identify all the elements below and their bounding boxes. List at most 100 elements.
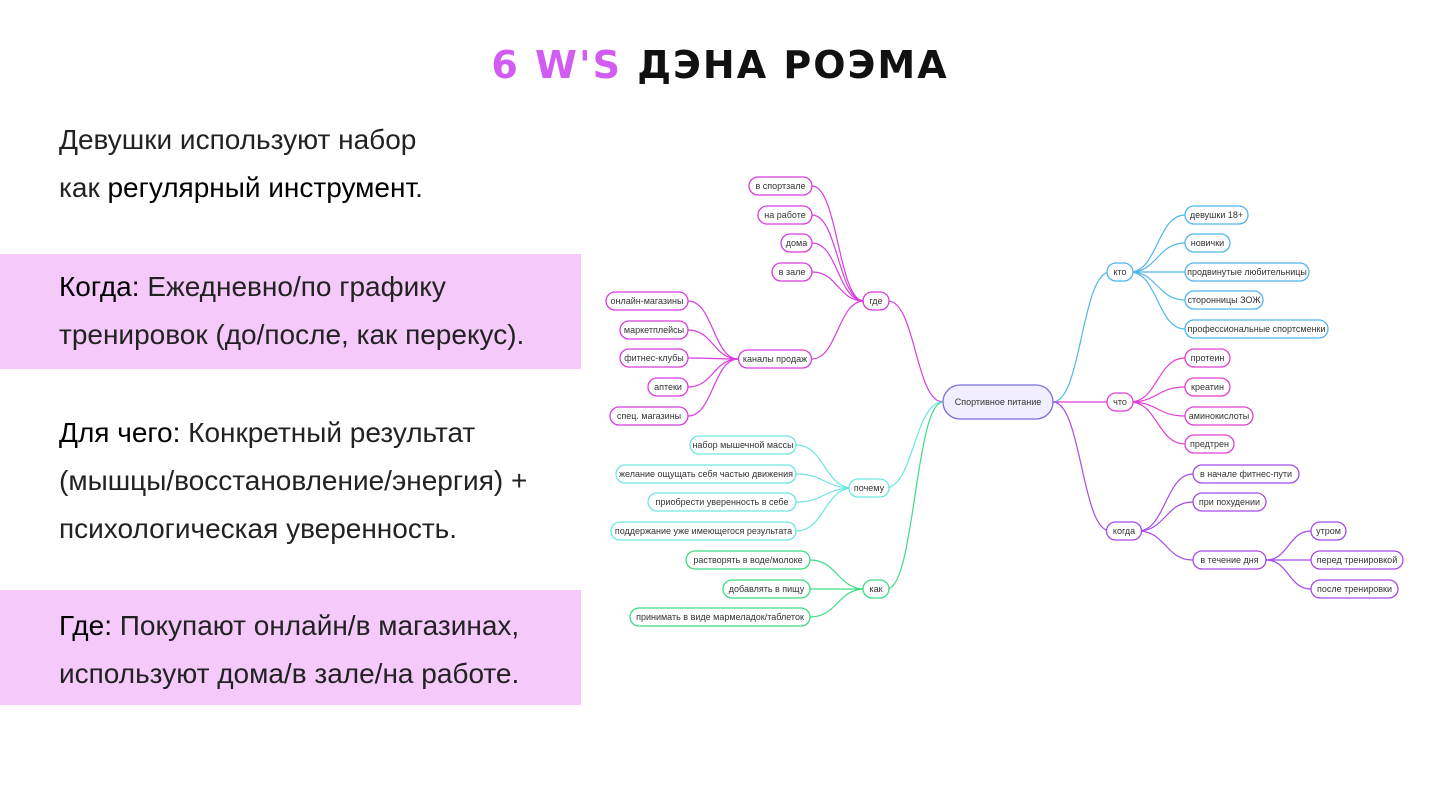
connector-line xyxy=(795,473,854,489)
connector-line xyxy=(795,444,854,489)
connector-line xyxy=(809,559,866,590)
node-на-работе: на работе xyxy=(757,205,813,225)
svg-text:в зале: в зале xyxy=(779,267,806,277)
svg-text:утром: утром xyxy=(1316,526,1341,536)
node-root: Спортивное питание xyxy=(942,384,1054,420)
block-where-text: Покупают онлайн/в магазинах, используют … xyxy=(59,610,520,689)
connector-line xyxy=(1137,473,1194,532)
node-каналы-продаж: каналы продаж xyxy=(737,349,813,369)
node-спец-магазины: спец. магазины xyxy=(609,406,689,426)
node-в-зале: в зале xyxy=(771,262,813,282)
node-растворять-в-воде-молоке: растворять в воде/молоке xyxy=(685,550,811,570)
node-в-течение-дня: в течение дня xyxy=(1192,550,1267,570)
node-при-похудении: при похудении xyxy=(1192,492,1267,512)
connector-line xyxy=(1129,386,1186,403)
node-как: как xyxy=(862,579,890,599)
node-где: где xyxy=(862,291,890,311)
svg-text:после тренировки: после тренировки xyxy=(1317,584,1392,594)
node-набор-мышечной-массы: набор мышечной массы xyxy=(689,435,797,455)
connector-line xyxy=(1129,357,1186,403)
svg-text:кто: кто xyxy=(1113,267,1126,277)
svg-text:аптеки: аптеки xyxy=(654,382,682,392)
connector-line xyxy=(809,588,866,618)
svg-text:предтрен: предтрен xyxy=(1190,439,1229,449)
highlight-band-where xyxy=(0,590,581,705)
connector-line xyxy=(1129,214,1186,273)
connector-line xyxy=(1129,242,1186,273)
svg-text:аминокислоты: аминокислоты xyxy=(1189,411,1249,421)
svg-text:онлайн-магазины: онлайн-магазины xyxy=(610,296,683,306)
svg-text:девушки 18+: девушки 18+ xyxy=(1190,210,1243,220)
intro-text: Девушки используют набор как регулярный … xyxy=(59,116,423,212)
node-кто: кто xyxy=(1106,262,1134,282)
node-маркетплейсы: маркетплейсы xyxy=(619,320,689,340)
connector-line xyxy=(884,401,944,489)
intro-bold: регулярный инструмент xyxy=(107,172,416,203)
node-что: что xyxy=(1106,392,1134,412)
node-в-спортзале: в спортзале xyxy=(748,176,813,196)
connector-line xyxy=(1129,271,1186,301)
connector-line xyxy=(887,300,944,403)
node-после-тренировки: после тренировки xyxy=(1310,579,1399,599)
svg-text:где: где xyxy=(869,296,882,306)
svg-text:спец. магазины: спец. магазины xyxy=(617,411,681,421)
block-why: Для чего: Конкретный результат (мышцы/во… xyxy=(59,409,579,553)
svg-text:добавлять в пищу: добавлять в пищу xyxy=(729,584,805,594)
connector-line xyxy=(1265,559,1312,590)
highlight-band-when xyxy=(0,254,581,369)
svg-text:профессиональные спортсменки: профессиональные спортсменки xyxy=(1187,324,1325,334)
svg-text:при похудении: при похудении xyxy=(1199,497,1260,507)
node-в-начале-фитнес-пути: в начале фитнес-пути xyxy=(1192,464,1300,484)
node-продвинутые-любительницы: продвинутые любительницы xyxy=(1184,262,1310,282)
node-новички: новички xyxy=(1184,233,1231,253)
svg-text:когда: когда xyxy=(1113,526,1135,536)
svg-text:каналы продаж: каналы продаж xyxy=(743,354,807,364)
connector-line xyxy=(811,300,865,360)
connector-line xyxy=(1137,501,1194,532)
connector-line xyxy=(811,214,865,302)
block-why-text: Конкретный результат (мышцы/восстановлен… xyxy=(59,417,528,544)
node-добавлять-в-пищу: добавлять в пищу xyxy=(722,579,811,599)
connector-line xyxy=(687,358,739,417)
svg-text:новички: новички xyxy=(1191,238,1224,248)
connector-line xyxy=(886,401,944,590)
connector-line xyxy=(795,487,854,503)
svg-text:в начале фитнес-пути: в начале фитнес-пути xyxy=(1200,469,1292,479)
node-креатин: креатин xyxy=(1184,377,1231,397)
intro-line-2: как регулярный инструмент. xyxy=(59,164,423,212)
node-аптеки: аптеки xyxy=(647,377,689,397)
node-фитнес-клубы: фитнес-клубы xyxy=(619,348,689,368)
block-when: Когда: Ежедневно/по графику тренировок (… xyxy=(59,263,599,359)
block-why-label: Для чего: xyxy=(59,417,181,448)
svg-text:продвинутые любительницы: продвинутые любительницы xyxy=(1187,267,1307,277)
node-принимать-в-виде-мармеладок-таблеток: принимать в виде мармеладок/таблеток xyxy=(629,607,811,627)
node-перед-тренировкой: перед тренировкой xyxy=(1310,550,1404,570)
svg-text:фитнес-клубы: фитнес-клубы xyxy=(624,353,684,363)
slide-title: 6 W'S ДЭНА РОЭМА xyxy=(0,40,1440,90)
svg-text:маркетплейсы: маркетплейсы xyxy=(624,325,684,335)
intro-pre: как xyxy=(59,172,108,203)
svg-text:перед тренировкой: перед тренировкой xyxy=(1317,555,1397,565)
title-accent: 6 W'S xyxy=(491,43,622,87)
connector-line xyxy=(1052,401,1111,532)
connector-line xyxy=(1052,271,1111,403)
svg-text:сторонницы ЗОЖ: сторонницы ЗОЖ xyxy=(1187,295,1261,305)
node-сторонницы-зож: сторонницы ЗОЖ xyxy=(1184,290,1264,310)
connector-line xyxy=(811,271,865,302)
node-поддержание-уже-имеющегося-результата: поддержание уже имеющегося результата xyxy=(610,521,797,541)
svg-text:креатин: креатин xyxy=(1191,382,1224,392)
svg-text:в течение дня: в течение дня xyxy=(1200,555,1258,565)
node-желание-ощущать-себя-частью-движения: желание ощущать себя частью движения xyxy=(615,464,797,484)
svg-text:желание ощущать себя частью дв: желание ощущать себя частью движения xyxy=(619,469,793,479)
block-where-label: Где: xyxy=(59,610,112,641)
connector-line xyxy=(687,358,739,388)
intro-post: . xyxy=(415,172,423,203)
node-девушки-18: девушки 18+ xyxy=(1184,205,1249,225)
block-when-label: Когда: xyxy=(59,271,140,302)
connector-line xyxy=(811,185,865,302)
connector-line xyxy=(687,300,739,360)
svg-text:на работе: на работе xyxy=(764,210,805,220)
connector-line xyxy=(795,487,854,532)
node-протеин: протеин xyxy=(1184,348,1231,368)
